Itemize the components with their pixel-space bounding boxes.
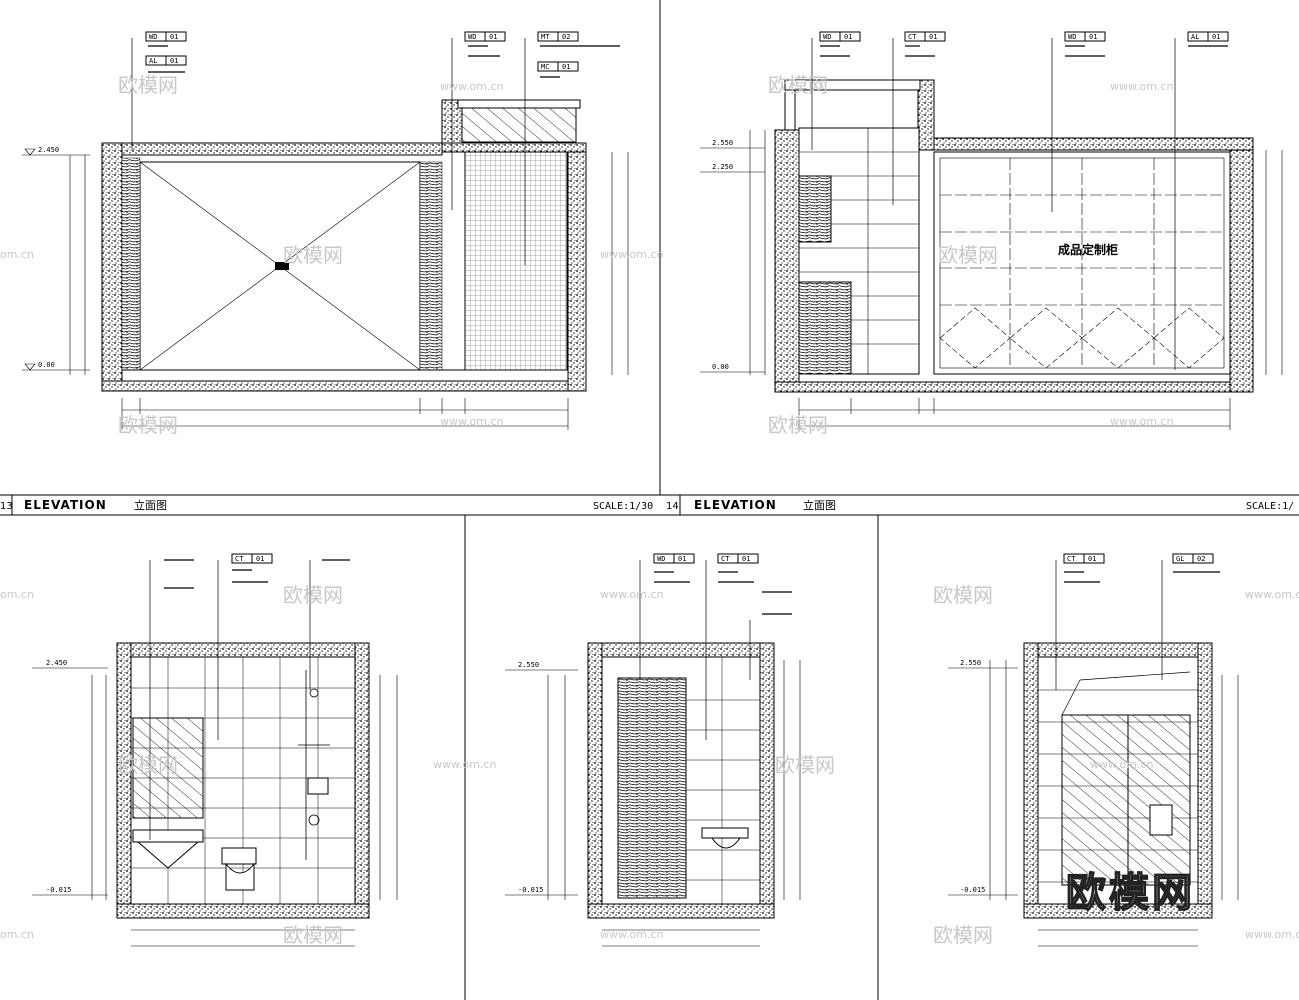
level-mark: -0.015 bbox=[518, 886, 543, 894]
elevation-2: 成品定制柜 WD 01 CT 01 WD 01 AL 01 bbox=[700, 31, 1283, 430]
tag-number: 01 bbox=[1089, 33, 1097, 41]
watermark-brand: 欧模网 bbox=[118, 413, 178, 437]
level-mark: 2.550 bbox=[960, 659, 981, 667]
watermark-brand: 欧模网 bbox=[118, 753, 178, 777]
level-mark: 2.250 bbox=[712, 163, 733, 171]
watermark-brand: 欧模网 bbox=[938, 243, 998, 267]
tag-label: CT bbox=[721, 555, 730, 563]
tag-label: GL bbox=[1176, 555, 1184, 563]
tag-number: 01 bbox=[170, 57, 178, 65]
tag-number: 02 bbox=[1197, 555, 1205, 563]
scale-label: SCALE:1/30 bbox=[593, 501, 653, 512]
tag-number: 01 bbox=[489, 33, 497, 41]
sheet-number: 14 bbox=[666, 501, 679, 512]
tag-label: AL bbox=[1191, 33, 1199, 41]
watermark-brand: 欧模网 bbox=[775, 753, 835, 777]
tag-label: CT bbox=[235, 555, 244, 563]
watermark-url: www.om.cn bbox=[1110, 80, 1173, 93]
tag-label: AL bbox=[149, 57, 157, 65]
tag-label: WD bbox=[468, 33, 476, 41]
tag-number: 01 bbox=[742, 555, 750, 563]
elevation-5: CT 01 GL 02 2.550 -0.015 bbox=[948, 553, 1239, 947]
watermark-url: www.om.cn bbox=[1245, 588, 1299, 601]
watermark-url: www.om.cn bbox=[440, 415, 503, 428]
watermarks: 欧模网 www.om.cn 欧模网 www.om.cn 欧模网 欧模网 www.… bbox=[0, 73, 1299, 947]
watermark-url: www.om.cn bbox=[433, 758, 496, 771]
watermark-brand: 欧模网 bbox=[118, 73, 178, 97]
title-sub: 立面图 bbox=[803, 498, 836, 512]
tag-label: WD bbox=[149, 33, 157, 41]
watermark-brand: 欧模网 bbox=[933, 923, 993, 947]
sheet-number: 13 bbox=[0, 501, 13, 512]
sheet-title-left: 13 ELEVATION 立面图 SCALE:1/30 bbox=[0, 498, 653, 512]
elevation-4: WD 01 CT 01 2.550 -0.015 bbox=[505, 553, 801, 947]
level-mark: 2.450 bbox=[38, 146, 59, 154]
tag-label: WD bbox=[1068, 33, 1076, 41]
watermark-brand: 欧模网 bbox=[283, 243, 343, 267]
tag-label: WD bbox=[657, 555, 665, 563]
tag-number: 01 bbox=[678, 555, 686, 563]
title-main: ELEVATION bbox=[24, 498, 107, 512]
watermark-logo: 欧模网 bbox=[1066, 870, 1195, 916]
watermark-url-short: om.cn bbox=[0, 588, 34, 601]
title-sub: 立面图 bbox=[134, 498, 167, 512]
level-mark: 2.450 bbox=[46, 659, 67, 667]
level-mark: 2.550 bbox=[712, 139, 733, 147]
level-mark: 0.00 bbox=[38, 361, 55, 369]
tag-number: 01 bbox=[1088, 555, 1096, 563]
watermark-brand: 欧模网 bbox=[768, 413, 828, 437]
watermark-url: www.om.cn bbox=[1245, 928, 1299, 941]
watermark-brand: 欧模网 bbox=[768, 73, 828, 97]
watermark-url: www.om.cn bbox=[600, 588, 663, 601]
tag-label: CT bbox=[908, 33, 917, 41]
watermark-url-short: om.cn bbox=[0, 248, 34, 261]
sheet-title-right: 14 ELEVATION 立面图 SCALE:1/ bbox=[666, 498, 1294, 512]
elevation-1: WD 01 AL 01 WD 01 MT 02 MC 01 2.450 bbox=[22, 31, 629, 430]
elevation-3: CT 01 2.450 -0.015 bbox=[32, 553, 398, 947]
watermark-brand: 欧模网 bbox=[933, 583, 993, 607]
watermark-url: www.om.cn bbox=[1090, 758, 1153, 771]
scale-label: SCALE:1/ bbox=[1246, 501, 1294, 512]
tag-label: CT bbox=[1067, 555, 1076, 563]
level-mark: -0.015 bbox=[960, 886, 985, 894]
watermark-url: www.om.cn bbox=[440, 80, 503, 93]
cabinet-label: 成品定制柜 bbox=[1058, 242, 1118, 257]
tag-number: 01 bbox=[929, 33, 937, 41]
watermark-url: www.om.cn bbox=[600, 928, 663, 941]
level-mark: 0.00 bbox=[712, 363, 729, 371]
level-mark: -0.015 bbox=[46, 886, 71, 894]
level-mark: 2.550 bbox=[518, 661, 539, 669]
tag-number: 01 bbox=[256, 555, 264, 563]
tag-number: 01 bbox=[562, 63, 570, 71]
tag-label: MC bbox=[541, 63, 549, 71]
tag-number: 01 bbox=[1212, 33, 1220, 41]
tag-number: 02 bbox=[562, 33, 570, 41]
watermark-url-short: om.cn bbox=[0, 928, 34, 941]
watermark-brand: 欧模网 bbox=[283, 923, 343, 947]
title-main: ELEVATION bbox=[694, 498, 777, 512]
tag-label: MT bbox=[541, 33, 550, 41]
tag-number: 01 bbox=[170, 33, 178, 41]
tag-number: 01 bbox=[844, 33, 852, 41]
watermark-url: www.om.cn bbox=[1110, 415, 1173, 428]
watermark-url: www.om.cn bbox=[600, 248, 663, 261]
watermark-brand: 欧模网 bbox=[283, 583, 343, 607]
tag-label: WD bbox=[823, 33, 831, 41]
